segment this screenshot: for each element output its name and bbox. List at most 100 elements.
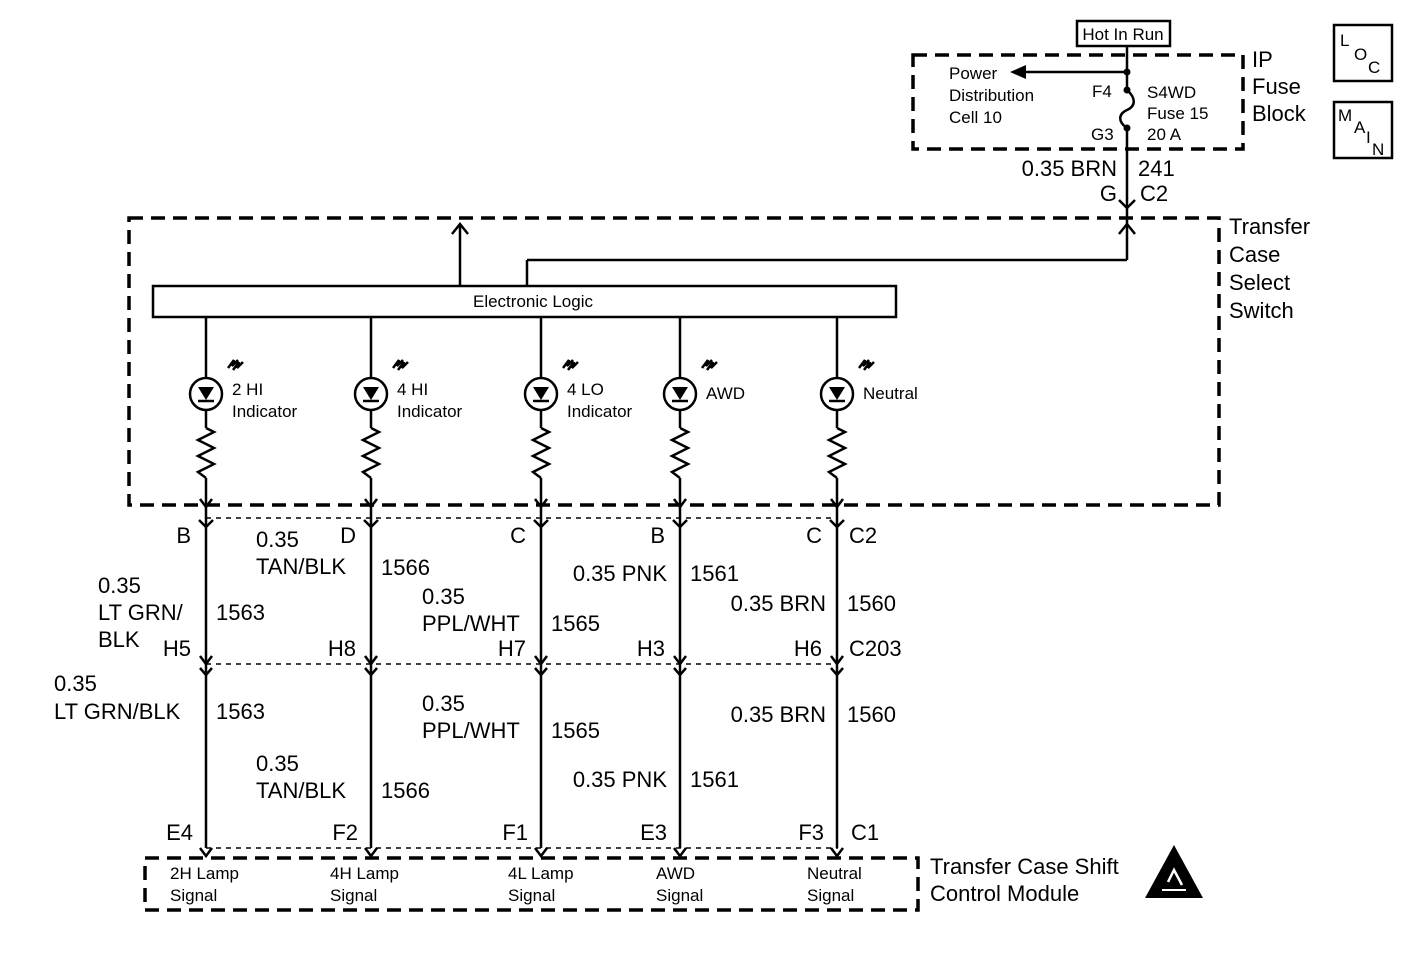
light-emission-icon xyxy=(562,359,579,371)
indicator-label: 4 HI xyxy=(397,380,428,399)
electronic-logic-label: Electronic Logic xyxy=(473,292,594,311)
connector-chevron xyxy=(534,655,548,667)
connector-chevron xyxy=(534,667,548,677)
indicator-label: 2 HI xyxy=(232,380,263,399)
led-icon xyxy=(188,376,224,412)
svg-text:Signal: Signal xyxy=(656,886,703,905)
c203-pin: H8 xyxy=(328,636,356,661)
fuse-label: S4WD xyxy=(1147,83,1196,102)
connector-chevron xyxy=(673,847,687,859)
wire-color: LT GRN/BLK xyxy=(54,699,181,724)
wire-color: 0.35 xyxy=(256,751,299,776)
light-emission-icon xyxy=(227,359,244,371)
light-emission-icon xyxy=(858,359,875,371)
svg-text:Signal: Signal xyxy=(330,886,377,905)
wire-color: 0.35 xyxy=(256,527,299,552)
connector-chevron xyxy=(364,667,378,677)
svg-text:Distribution: Distribution xyxy=(949,86,1034,105)
svg-text:C: C xyxy=(1368,58,1380,77)
svg-text:L: L xyxy=(1340,31,1349,50)
c1-pin: E4 xyxy=(166,820,193,845)
connector-chevron xyxy=(533,519,549,529)
svg-text:20 A: 20 A xyxy=(1147,125,1182,144)
circuit-number: 1566 xyxy=(381,778,430,803)
led-icon xyxy=(819,376,855,412)
svg-text:Fuse 15: Fuse 15 xyxy=(1147,104,1208,123)
indicator-label: AWD xyxy=(706,384,745,403)
connector-chevron xyxy=(830,655,844,667)
signal-label: 4H Lamp xyxy=(330,864,399,883)
input-arrow-icon xyxy=(1118,221,1136,235)
svg-text:Indicator: Indicator xyxy=(397,402,463,421)
svg-text:Block: Block xyxy=(1252,101,1307,126)
electronic-logic-box xyxy=(151,284,898,319)
svg-text:I: I xyxy=(1366,128,1371,147)
shift-control-module-title: Transfer Case Shift xyxy=(930,854,1119,879)
svg-text:N: N xyxy=(1372,140,1384,159)
circuit-number: 1563 xyxy=(216,699,265,724)
c2-pin: C xyxy=(806,523,822,548)
indicator-awd: AWD xyxy=(662,317,745,510)
indicator-label: Neutral xyxy=(863,384,918,403)
c203-pin: H3 xyxy=(637,636,665,661)
connector-chevron xyxy=(830,667,844,677)
resistor-icon xyxy=(669,426,691,479)
main-icon[interactable]: M A I N xyxy=(1332,100,1394,160)
connector-chevron xyxy=(199,847,213,859)
wire-color: 0.35 PNK xyxy=(573,561,667,586)
indicator-4hi: 4 HI Indicator xyxy=(353,317,463,510)
feed-pin: G xyxy=(1100,181,1117,206)
svg-text:Select: Select xyxy=(1229,270,1290,295)
svg-text:O: O xyxy=(1354,45,1367,64)
circuit-number: 1560 xyxy=(847,702,896,727)
output-arrow-icon xyxy=(451,221,469,235)
wire-color: PPL/WHT xyxy=(422,718,520,743)
circuit-number: 1563 xyxy=(216,600,265,625)
signal-label: AWD xyxy=(656,864,695,883)
connector-chevron xyxy=(198,519,214,529)
wire-color: 0.35 BRN xyxy=(731,591,826,616)
c1-pin: F2 xyxy=(332,820,358,845)
select-switch-outline xyxy=(127,216,1221,507)
loc-icon[interactable]: L O C xyxy=(1332,23,1394,83)
svg-text:Signal: Signal xyxy=(807,886,854,905)
power-distribution-arrow-icon xyxy=(1010,65,1026,79)
esd-warning-icon xyxy=(1145,845,1203,898)
connector-chevron xyxy=(364,655,378,667)
wire-color: 0.35 PNK xyxy=(573,767,667,792)
indicator-neutral: Neutral xyxy=(819,317,918,510)
wire-color: 0.35 xyxy=(422,584,465,609)
svg-text:M: M xyxy=(1338,106,1352,125)
circuit-number: 1561 xyxy=(690,561,739,586)
connector-chevron xyxy=(199,667,213,677)
svg-text:Signal: Signal xyxy=(170,886,217,905)
wire-color: 0.35 xyxy=(54,671,97,696)
signal-label: 2H Lamp xyxy=(170,864,239,883)
svg-text:Control Module: Control Module xyxy=(930,881,1079,906)
led-icon xyxy=(353,376,389,412)
connector-chevron xyxy=(830,847,844,859)
c2-pin: B xyxy=(176,523,191,548)
c1-pin: F1 xyxy=(502,820,528,845)
circuit-number: 1566 xyxy=(381,555,430,580)
fuse-block-title: IP xyxy=(1252,47,1273,72)
